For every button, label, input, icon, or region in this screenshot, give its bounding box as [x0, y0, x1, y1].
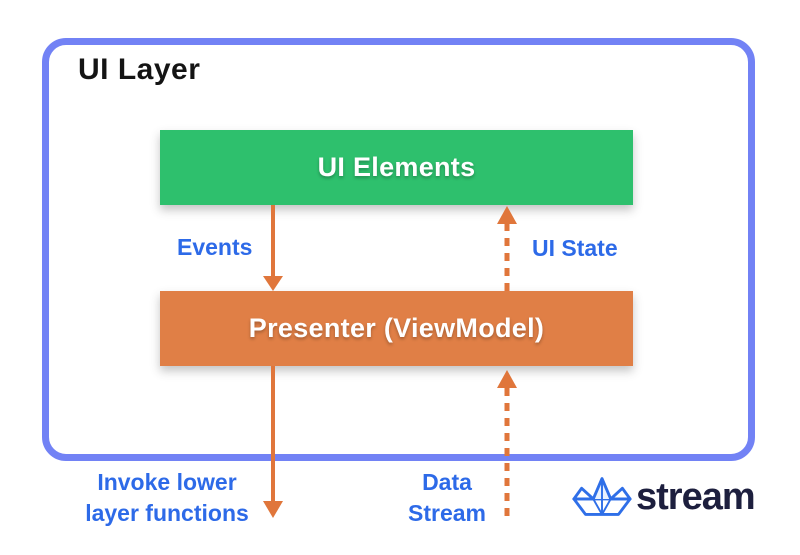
invoke-arrowhead-icon — [263, 501, 283, 518]
presenter-label: Presenter (ViewModel) — [248, 313, 545, 343]
presenter-box: Presenter (ViewModel) — [160, 291, 633, 366]
events-edge-label: Events — [177, 234, 253, 260]
ui-layer-container — [42, 38, 755, 461]
stream-logo-text: stream — [636, 476, 756, 518]
data-stream-edge-label: Data Stream — [408, 469, 486, 526]
stream-logo: stream — [571, 472, 756, 522]
invoke-lower-layer-edge-label: Invoke lower layer functions — [85, 469, 249, 526]
ui-layer-title: UI Layer — [78, 53, 201, 86]
ui-elements-label: UI Elements — [317, 152, 476, 182]
ui-state-edge-label: UI State — [532, 235, 618, 261]
ui-elements-box: UI Elements — [160, 130, 633, 205]
paper-boat-icon — [571, 472, 633, 522]
